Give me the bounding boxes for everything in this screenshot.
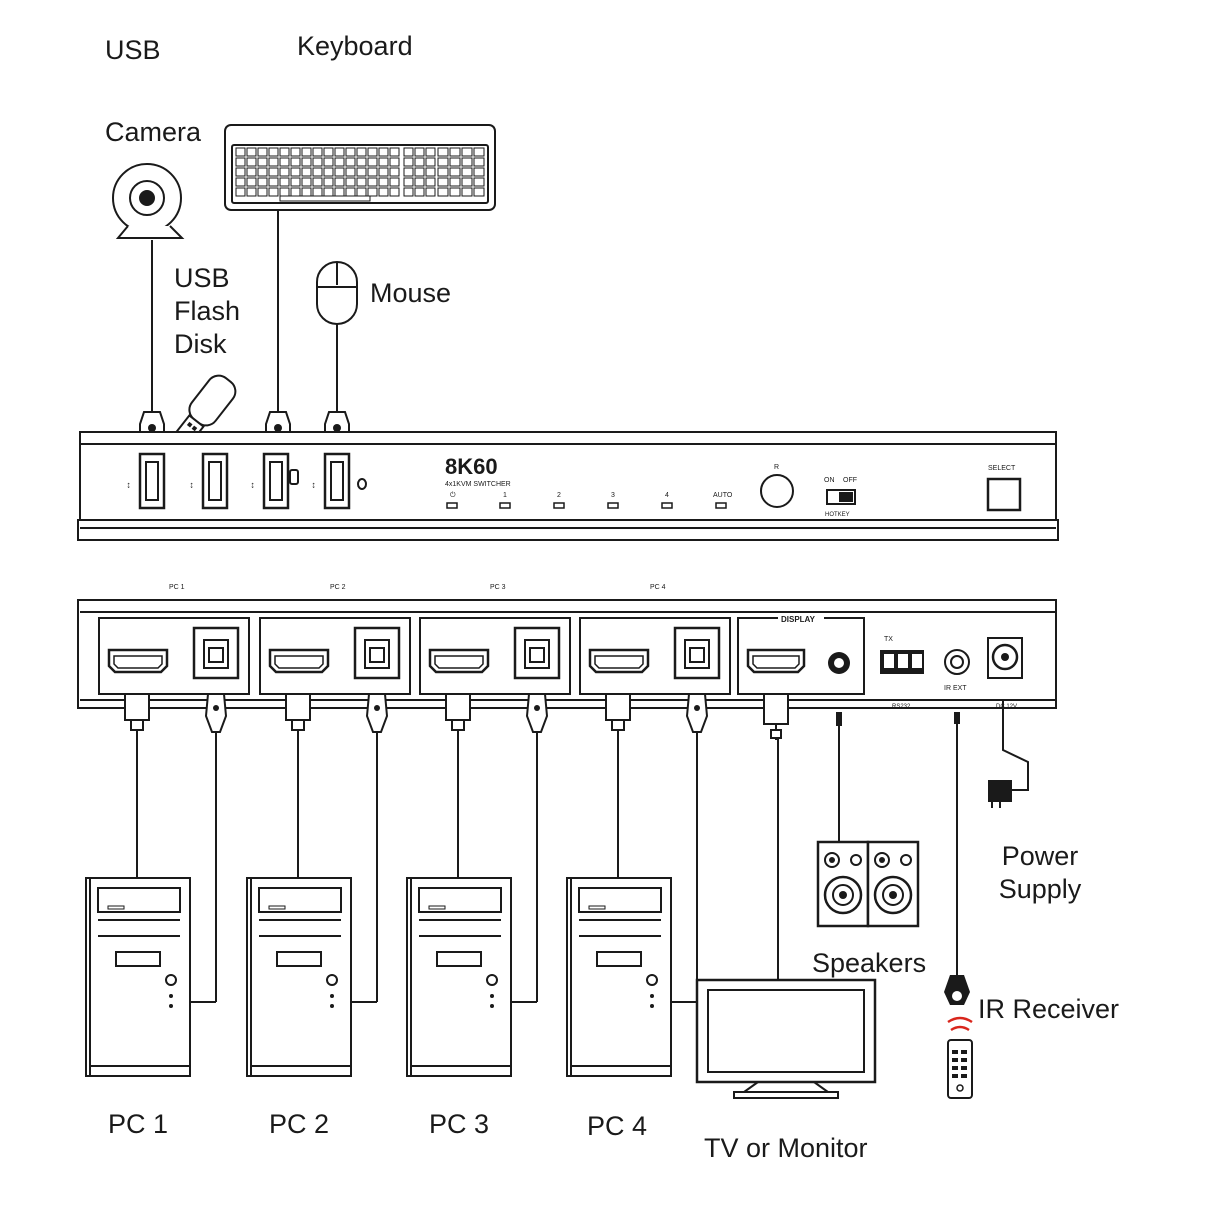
led-label: 4	[665, 492, 669, 499]
svg-text:IR EXT: IR EXT	[944, 685, 967, 692]
usb-flash-disk-label: USB Flash Disk	[174, 263, 241, 359]
svg-text:↔: ↔	[307, 481, 317, 490]
power-cable	[988, 700, 1029, 808]
led-label: 2	[557, 492, 561, 499]
rs232-port: TX RS232	[880, 636, 924, 710]
led-indicator: AUTO	[713, 492, 733, 509]
svg-text:R: R	[774, 464, 779, 471]
audio-cable	[836, 712, 842, 842]
svg-text:OFF: OFF	[843, 477, 857, 484]
led-indicator: 3	[607, 492, 619, 509]
svg-text:SELECT: SELECT	[988, 465, 1016, 472]
front-usb-port: ↔	[307, 452, 351, 510]
led-label: AUTO	[713, 492, 733, 499]
pc-tower-icon	[566, 877, 672, 1077]
rear-group-label: PC 2	[330, 584, 346, 591]
pc-cable-pair	[124, 693, 228, 1003]
led-indicator: ⏻	[446, 491, 458, 509]
front-usb-port: ↔	[185, 452, 229, 510]
display-output: DISPLAY	[737, 614, 865, 695]
mouse-icon	[316, 261, 358, 325]
camera-label: Camera	[105, 117, 202, 147]
front-branding: 8K60 4x1KVM SWITCHER	[445, 454, 511, 488]
led-label: 1	[503, 492, 507, 499]
ir-receiver-label: IR Receiver	[978, 994, 1120, 1024]
ir-receiver-icon	[944, 975, 970, 1005]
speakers-label: Speakers	[812, 948, 927, 978]
tv-monitor-icon	[695, 978, 877, 1099]
svg-text:HOTKEY: HOTKEY	[825, 512, 850, 518]
led-label: 3	[611, 492, 615, 499]
remote-control-icon	[947, 1016, 973, 1099]
hotkey-switch[interactable]: ON OFF HOTKEY	[824, 477, 857, 518]
speakers-icon	[816, 840, 920, 928]
led-indicator: 2	[553, 492, 565, 509]
usb-label: USB	[105, 35, 161, 65]
rear-pc-group: PC 4	[579, 584, 731, 695]
pc1-label: PC 1	[108, 1109, 169, 1139]
keyboard-label: Keyboard	[297, 31, 413, 61]
led-indicator: 4	[661, 492, 673, 509]
pc-tower-icon	[406, 877, 512, 1077]
pc-tower-icon	[246, 877, 352, 1077]
svg-text:↔: ↔	[122, 481, 132, 490]
pc-cable-pair	[445, 693, 549, 1003]
svg-text:DISPLAY: DISPLAY	[781, 615, 816, 624]
ir-window: R	[760, 464, 794, 508]
rear-group-label: PC 1	[169, 584, 185, 591]
power-supply-label: Power Supply	[998, 841, 1082, 904]
camera-icon	[112, 163, 185, 239]
rear-group-label: PC 4	[650, 584, 666, 591]
rear-pc-group: PC 1	[98, 584, 250, 695]
pc4-label: PC 4	[587, 1111, 648, 1141]
select-button[interactable]: SELECT	[986, 465, 1022, 512]
svg-text:RS232: RS232	[892, 704, 911, 710]
keyboard-icon	[224, 124, 496, 211]
pc-cable-pair	[285, 693, 389, 1003]
model-text: 8K60	[445, 454, 498, 479]
svg-text:ON: ON	[824, 477, 835, 484]
subtitle-text: 4x1KVM SWITCHER	[445, 481, 511, 488]
usb-cables-front	[151, 210, 338, 412]
display-cable	[763, 693, 789, 980]
svg-text:↔: ↔	[185, 481, 195, 490]
svg-text:↔: ↔	[246, 481, 256, 490]
dc-power-port: DC 12V	[987, 637, 1023, 710]
rear-pc-group: PC 2	[259, 584, 411, 695]
pc-cable-pair	[605, 693, 709, 1003]
svg-text:TX: TX	[884, 636, 893, 643]
pc2-label: PC 2	[269, 1109, 330, 1139]
rear-group-label: PC 3	[490, 584, 506, 591]
ir-ext-port: IR EXT	[944, 649, 970, 692]
led-indicator: 1	[499, 492, 511, 509]
mouse-label: Mouse	[370, 278, 452, 308]
front-usb-port: ↔	[122, 452, 166, 510]
led-label: ⏻	[450, 491, 456, 499]
tv-monitor-label: TV or Monitor	[704, 1133, 868, 1163]
pc3-label: PC 3	[429, 1109, 490, 1139]
rear-pc-group: PC 3	[419, 584, 571, 695]
pc-tower-icon	[85, 877, 191, 1077]
ir-cable	[954, 712, 960, 975]
svg-text:DC 12V: DC 12V	[996, 704, 1017, 710]
front-usb-port: ↔	[246, 452, 290, 510]
